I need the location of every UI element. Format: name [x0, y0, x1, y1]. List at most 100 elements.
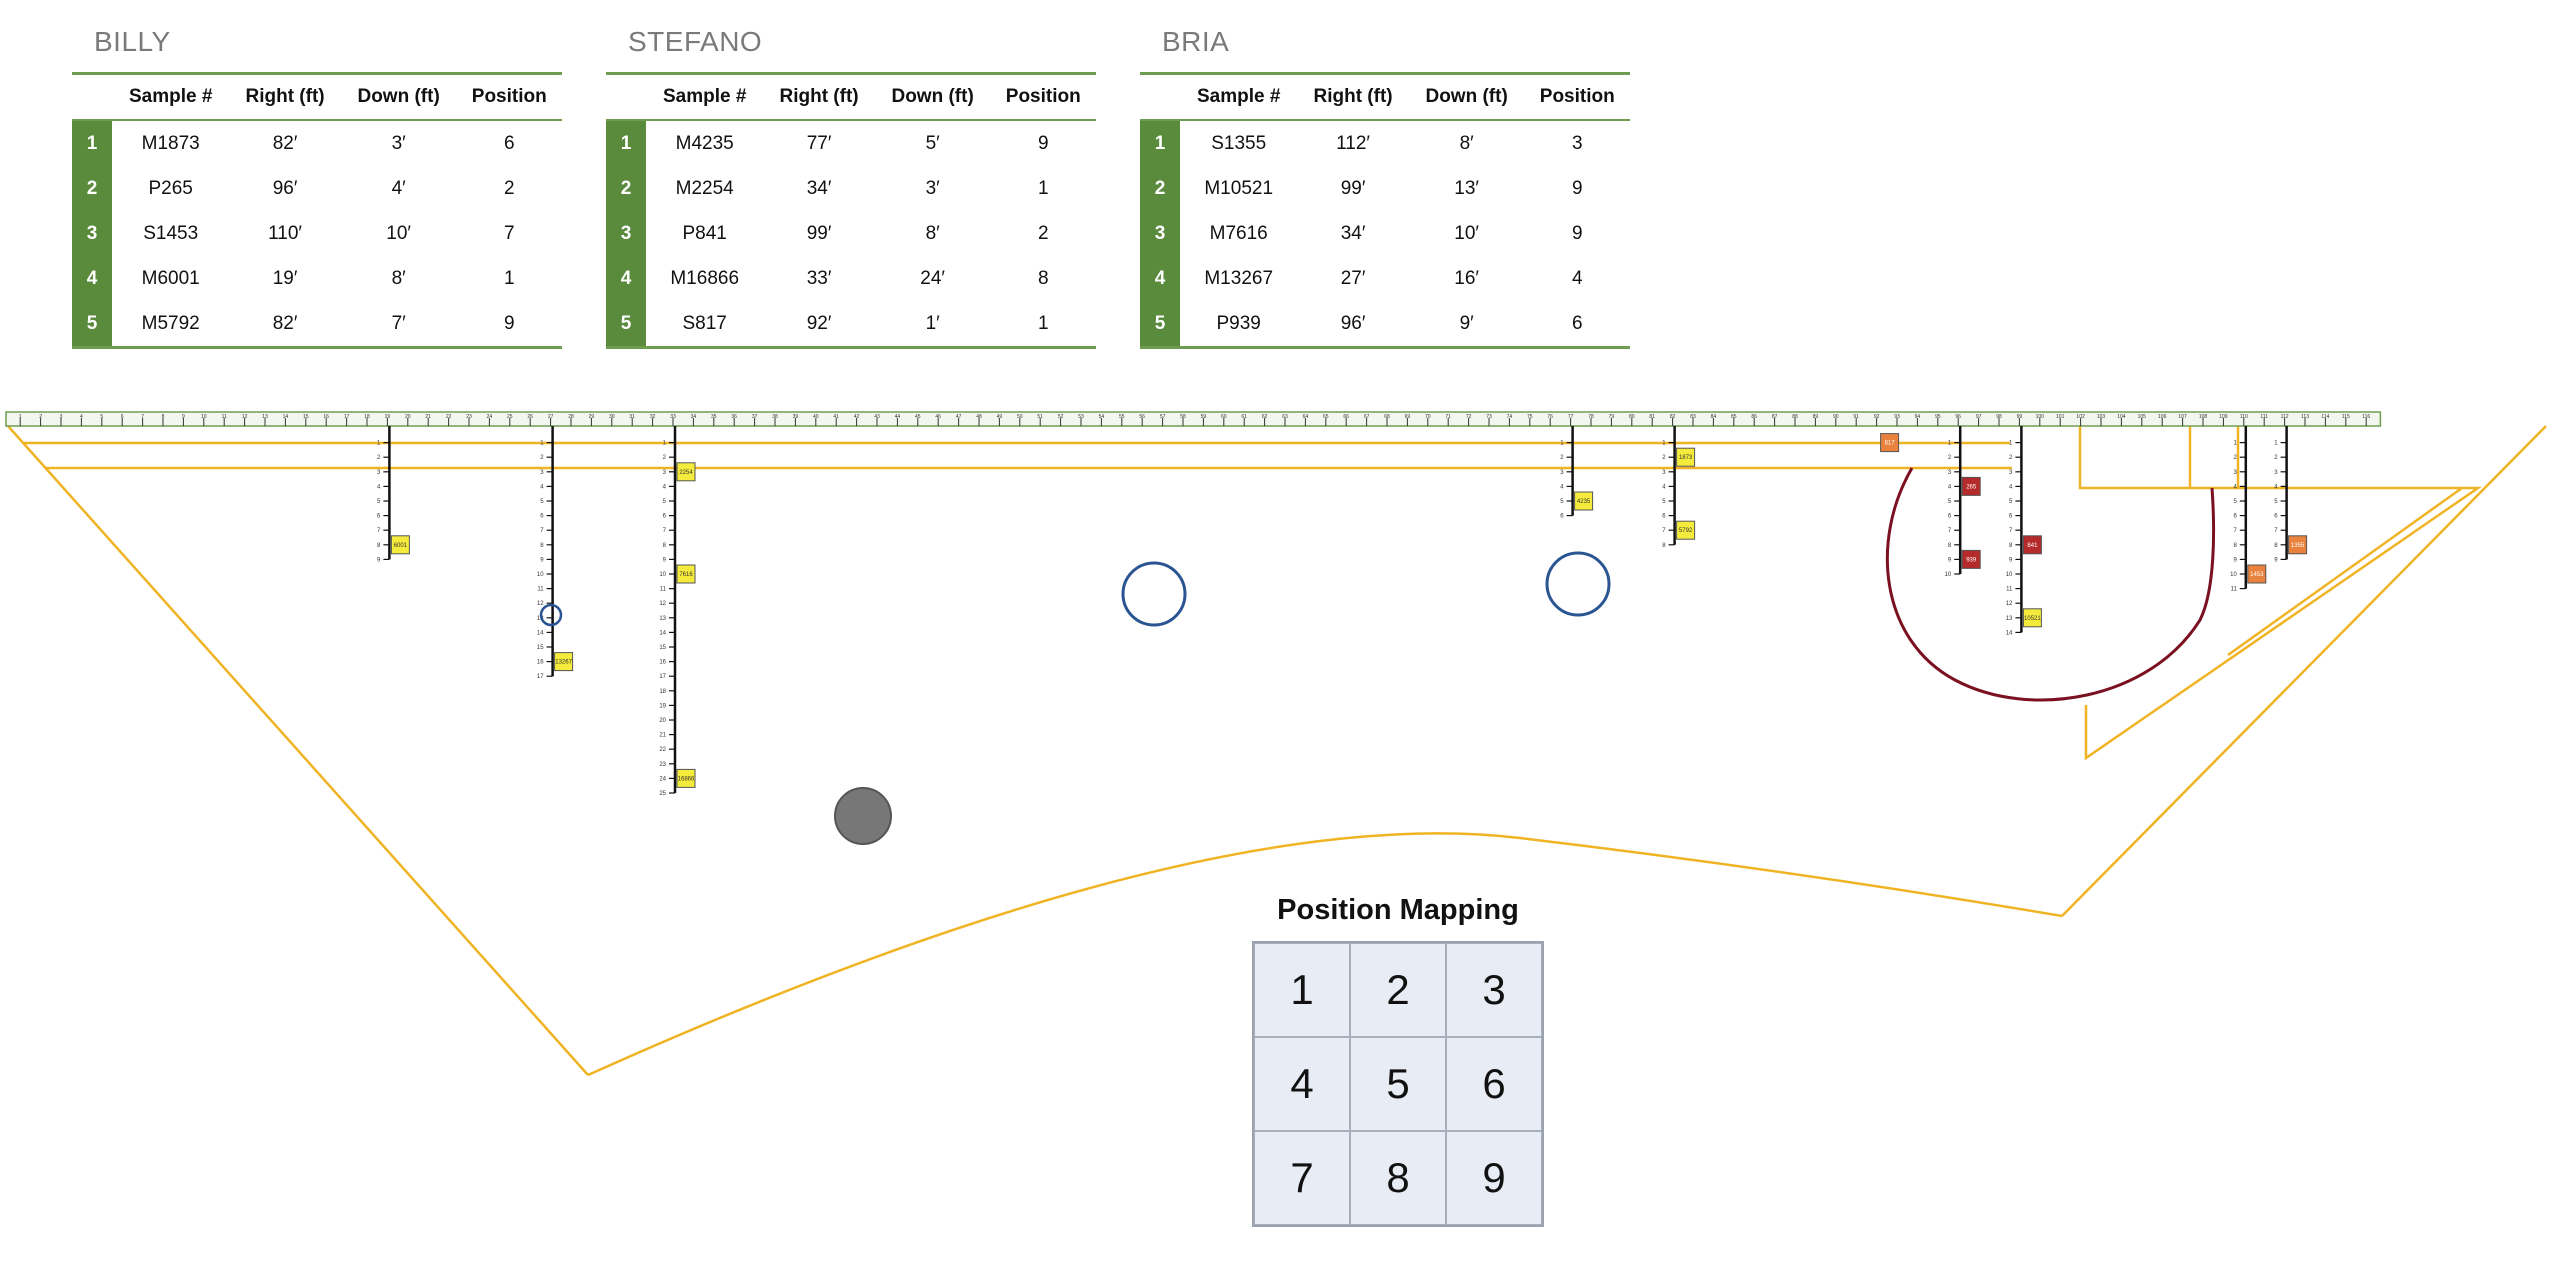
position-cell: 2: [1037, 222, 1049, 244]
ruler-tick-label: 103: [2097, 414, 2106, 420]
ruler-tick-label: 41: [833, 414, 839, 420]
row-index: 4: [72, 256, 112, 301]
ruler-tick-label: 101: [2056, 414, 2065, 420]
row-index: 5: [606, 301, 646, 348]
row-index: 2: [1140, 166, 1180, 211]
shaft-tick-label: 3: [540, 470, 544, 476]
shaft-tick-label: 2: [1948, 455, 1952, 461]
ruler-tick-label: 87: [1772, 414, 1778, 420]
marker-label: 13267: [555, 660, 572, 666]
measurement-shafts: 1234567891234567891011121314151617123456…: [377, 426, 2288, 797]
shaft-tick-label: 16: [537, 660, 544, 666]
down-cell: 3′: [925, 177, 940, 199]
shaft-tick-label: 7: [540, 528, 544, 534]
marker-box: [1961, 476, 1981, 496]
marker-box: [1676, 520, 1696, 540]
ruler-tick-label: 24: [487, 414, 493, 420]
ruler-tick-label: 79: [1609, 414, 1615, 420]
sample-marker: 939: [1961, 549, 1981, 569]
shaft-tick-label: 15: [659, 645, 666, 651]
col-down: Down (ft): [874, 73, 991, 121]
ruler-tick-label: 76: [1547, 414, 1553, 420]
ruler-tick-label: 49: [997, 414, 1003, 420]
ruler-tick-label: 84: [1711, 414, 1717, 420]
shaft-tick-label: 8: [540, 543, 544, 549]
position-cell: 1: [1037, 177, 1049, 199]
shaft-tick-label: 10: [659, 572, 666, 578]
ruler-tick-label: 60: [1221, 414, 1227, 420]
sample-cell: M1873: [141, 132, 200, 154]
shaft-tick-label: 12: [659, 601, 666, 607]
ruler-tick-label: 3: [60, 414, 63, 420]
shaft-tick-label: 5: [663, 499, 667, 505]
col-down: Down (ft): [1408, 73, 1525, 121]
sample-cell: M6001: [141, 267, 200, 289]
down-cell: 9′: [1459, 312, 1474, 334]
marker-box: [2022, 535, 2042, 555]
row-index: 5: [1140, 301, 1180, 348]
position-cell: 2: [503, 177, 515, 199]
shaft-tick-label: 3: [1948, 470, 1952, 476]
shaft-tick-label: 11: [2006, 587, 2013, 593]
shaft-tick-label: 18: [659, 689, 666, 695]
marker-box: [554, 652, 574, 672]
ruler-tick-label: 8: [162, 414, 165, 420]
ruler-tick-label: 80: [1629, 414, 1635, 420]
shaft-tick-label: 7: [1662, 528, 1666, 534]
ruler-tick-label: 50: [1017, 414, 1023, 420]
right-cell: 27′: [1340, 267, 1366, 289]
shaft-tick-label: 11: [2231, 587, 2238, 593]
ruler-tick-label: 45: [915, 414, 921, 420]
cave-floor-arc: [587, 832, 2063, 1077]
sample-marker: 265: [1961, 476, 1981, 496]
shaft-tick-label: 9: [2233, 557, 2237, 563]
ruler-tick-label: 116: [2362, 414, 2370, 420]
ruler-tick-label: 85: [1731, 414, 1737, 420]
cave-outline: [7, 425, 2547, 1077]
sample-markers: 6001132672254761616866423518735792817265…: [390, 433, 2308, 788]
ruler-tick-label: 46: [935, 414, 941, 420]
sample-cell: M7616: [1209, 222, 1268, 244]
col-position: Position: [990, 73, 1096, 121]
row-index: 3: [72, 211, 112, 256]
right-cell: 34′: [806, 177, 832, 199]
mapping-cell: 9: [1446, 1131, 1542, 1225]
right-cell: 77′: [806, 132, 832, 154]
shaft-tick-label: 2: [1662, 455, 1666, 461]
ruler-tick-label: 113: [2301, 414, 2309, 420]
ruler-tick-label: 109: [2219, 414, 2228, 420]
shaft-tick-label: 21: [659, 733, 666, 739]
small-blue-circle: [539, 603, 563, 627]
ruler-tick-label: 21: [425, 414, 431, 420]
ruler-tick-label: 98: [1996, 414, 2002, 420]
marker-box: [2247, 564, 2267, 584]
sample-cell: M10521: [1204, 177, 1274, 199]
marker-box: [1574, 491, 1594, 511]
ruler-tick-label: 22: [446, 414, 452, 420]
sample-marker: 7616: [676, 564, 696, 584]
sample-cell: M16866: [670, 267, 740, 289]
shaft-tick-label: 7: [2009, 528, 2013, 534]
shaft-tick-label: 7: [377, 528, 381, 534]
shaft-tick-label: 6: [540, 514, 544, 520]
row-index: 1: [606, 120, 646, 166]
right-cell: 82′: [272, 132, 298, 154]
row-index: 2: [606, 166, 646, 211]
blue-circle-right: [1545, 551, 1611, 617]
ruler-tick-label: 47: [956, 414, 962, 420]
shaft-tick-label: 5: [540, 499, 544, 505]
down-cell: 8′: [391, 267, 406, 289]
shaft-tick-label: 2: [1560, 455, 1564, 461]
ruler-tick-label: 14: [283, 414, 289, 420]
shaft-tick-label: 6: [2274, 514, 2278, 520]
position-cell: 9: [503, 312, 515, 334]
shaft-tick-label: 2: [2274, 455, 2278, 461]
